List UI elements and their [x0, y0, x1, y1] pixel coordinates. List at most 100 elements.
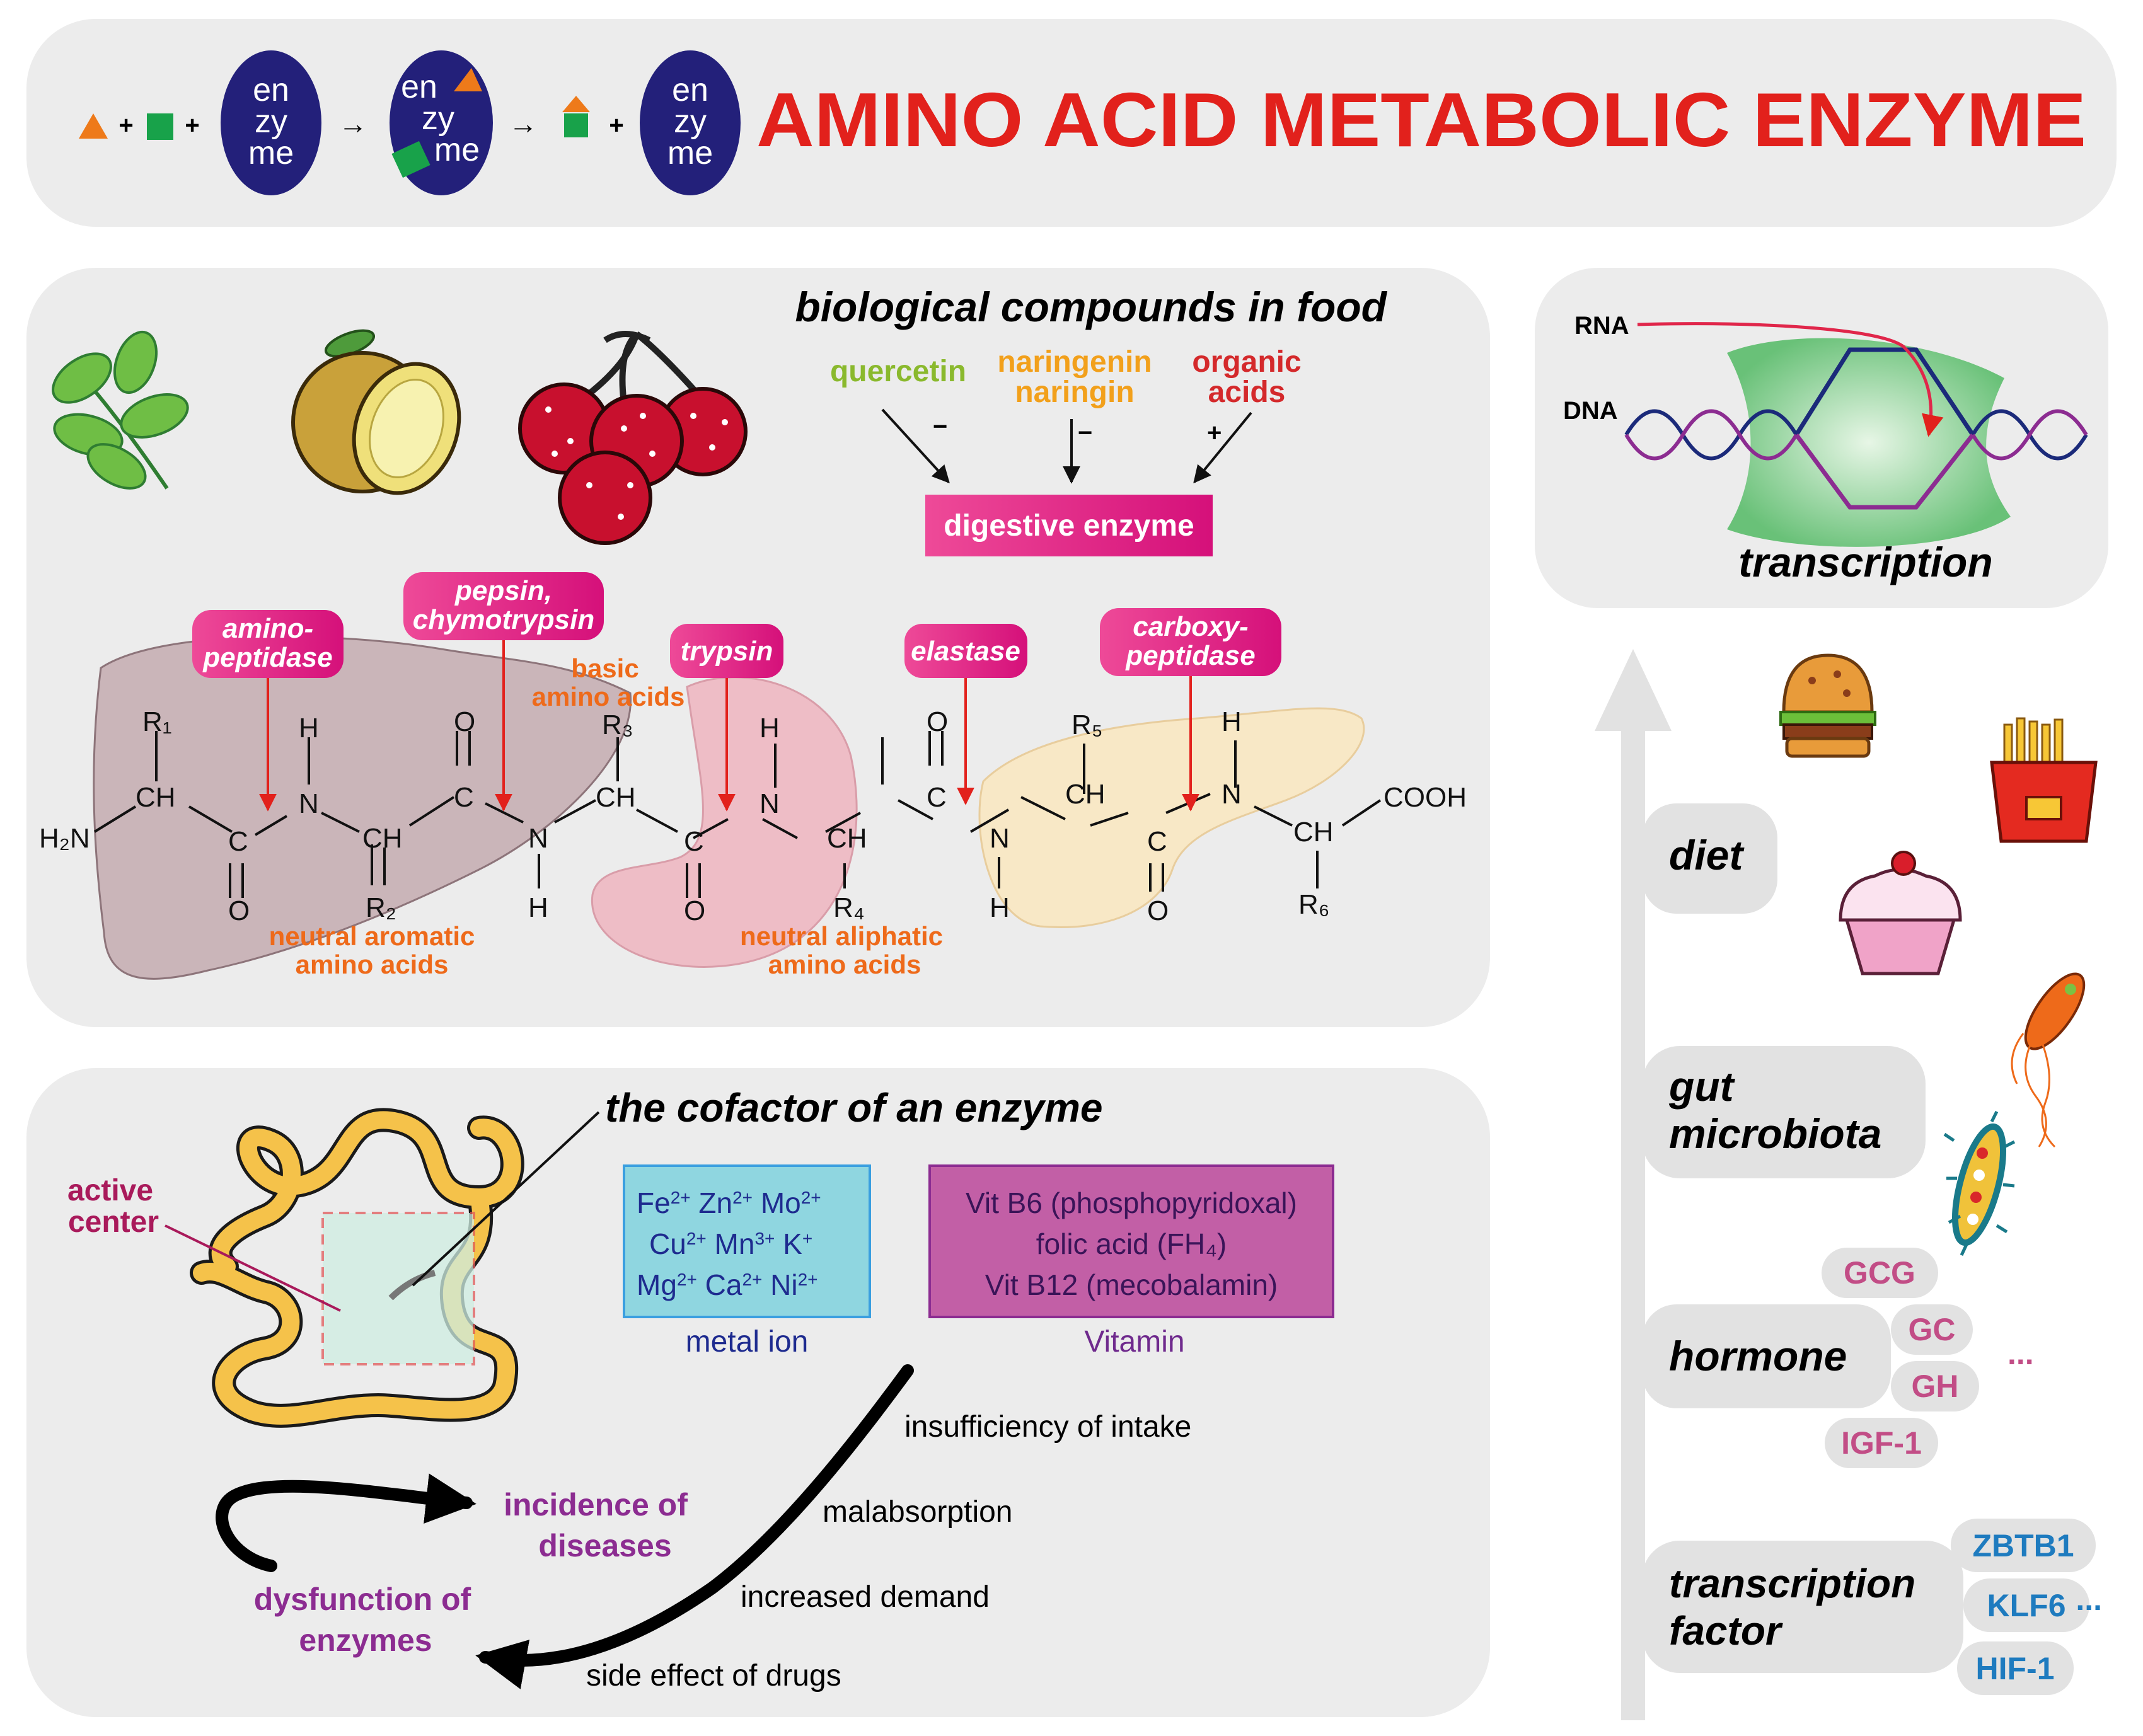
vitamin-label: Vitamin: [1084, 1325, 1184, 1359]
diet-pill: [1642, 803, 1777, 914]
cupcake-icon: [1839, 851, 1962, 975]
substrate-triangle-icon: [79, 113, 108, 139]
food-panel: biological compounds in food: [26, 268, 1490, 1027]
atom-h: H: [299, 713, 319, 744]
atom-h2n: H₂N: [39, 823, 90, 854]
atom-h: H: [990, 892, 1010, 923]
cause-item: insufficiency of intake: [904, 1410, 1191, 1444]
enzyme-tag-label: amino-: [222, 613, 313, 644]
hormone-chip: [1822, 1248, 1938, 1298]
atom-n: N: [760, 788, 780, 819]
dna-bubble-bottom: [1794, 433, 1975, 510]
page-title: AMINO ACID METABOLIC ENZYME: [756, 77, 2086, 163]
atom-c: C: [684, 826, 704, 857]
tf-ellipsis: ...: [2076, 1582, 2102, 1617]
transcription-factor-label: transcription: [1669, 1561, 1915, 1606]
active-center-pointer: [165, 1224, 341, 1312]
fries-icon: [1990, 717, 2098, 843]
cause-item: malabsorption: [823, 1495, 1013, 1529]
cofactor-bound-icon: [388, 1270, 436, 1301]
plus-sign: +: [609, 112, 623, 139]
atom-c: C: [454, 782, 474, 813]
active-center-label: active: [67, 1174, 153, 1207]
minus-sign: −: [1078, 419, 1092, 447]
dna-strand: [1971, 409, 2088, 461]
atom-h: H: [1222, 706, 1242, 737]
leaves-icon: [52, 330, 189, 490]
reaction-arrow: →: [338, 107, 367, 140]
incidence-label: incidence of: [504, 1487, 688, 1522]
vitamin-line: folic acid (FH₄): [1036, 1227, 1227, 1260]
bound-triangle-icon: [454, 68, 482, 91]
header-panel: [26, 19, 2117, 227]
tf-chip: [1951, 1519, 2096, 1572]
hormone-chip: [1891, 1304, 1973, 1355]
atom-c: C: [927, 782, 947, 813]
naringenin-label: naringenin: [997, 345, 1152, 379]
enzyme-tag-label: peptidase: [202, 642, 332, 673]
substrate-square-icon: [147, 113, 173, 140]
atom-c: C: [1147, 826, 1167, 857]
basic-amino-acids-label: basic: [571, 653, 638, 683]
enzyme-text: me: [248, 135, 294, 171]
hormone-item: GH: [1912, 1369, 1959, 1404]
atom-r6: R₆: [1298, 889, 1330, 920]
neutral-aromatic-label: neutral aromatic: [269, 921, 475, 951]
basic-amino-acids-label: amino acids: [532, 682, 685, 711]
atom-ch: CH: [596, 782, 636, 813]
cause-item: side effect of drugs: [586, 1659, 841, 1693]
peptide-atoms: H₂N CH R₁ C O N H CH R₂ C O N H CH R₃ C …: [39, 706, 1467, 926]
rna-label: RNA: [1574, 312, 1629, 340]
dysfunction-label: dysfunction of: [254, 1582, 471, 1617]
enzyme-oval-icon: [221, 50, 321, 195]
dna-label: DNA: [1563, 397, 1618, 425]
hawthorn-icon: [518, 331, 748, 545]
bacterium-icon: [1943, 1110, 2016, 1256]
food-panel-title: biological compounds in food: [795, 284, 1387, 330]
atom-r3: R₃: [602, 710, 633, 740]
atom-o: O: [1147, 895, 1169, 926]
neutral-aromatic-label: amino acids: [296, 950, 449, 979]
metal-ion-list: Fe2+ Zn2+ Mo2+ Cu2+ Mn3+ K+ Mg2+ Ca2+ Ni…: [637, 1187, 821, 1301]
enzyme-tag-label: trypsin: [681, 636, 773, 667]
cause-item: increased demand: [741, 1580, 990, 1614]
enzyme-tag-carboxypeptidase: carboxy- peptidase: [1100, 608, 1281, 812]
bacterium-icon: [2011, 972, 2086, 1148]
atom-n: N: [299, 788, 319, 819]
regulation-up-arrow: [1595, 649, 1672, 1720]
hormone-ellipsis: ...: [2007, 1336, 2034, 1371]
enzyme-tag-trypsin: trypsin: [670, 624, 783, 812]
hormone-item: IGF-1: [1841, 1425, 1922, 1461]
atom-ch: CH: [136, 782, 176, 813]
enzyme-oval-icon: [640, 50, 741, 195]
peptide-bonds: [93, 731, 1382, 898]
causes-curve-arrow: [475, 1364, 914, 1689]
transcription-factor-pill: [1642, 1541, 1963, 1673]
pomelo-icon: [291, 329, 461, 495]
neutral-aliphatic-label: neutral aliphatic: [740, 921, 943, 951]
enzyme-tag-bg: [403, 572, 604, 640]
atom-r4: R₄: [833, 892, 865, 923]
atom-n: N: [1222, 779, 1242, 810]
atom-o: O: [454, 706, 475, 737]
minus-sign: −: [933, 413, 947, 440]
organic-acids-label: organic: [1192, 345, 1301, 379]
gut-microbiota-label: gut: [1668, 1063, 1736, 1110]
metal-ion-label: metal ion: [686, 1325, 809, 1359]
atom-ch: CH: [1065, 779, 1106, 810]
enzyme-text: en: [253, 72, 289, 108]
atom-n: N: [528, 823, 548, 854]
organic-acids-label: acids: [1208, 376, 1286, 409]
enzyme-tag-pepsin: pepsin, chymotrypsin: [403, 572, 604, 812]
atom-ch: CH: [827, 823, 867, 854]
atom-o: O: [927, 706, 948, 737]
reaction-arrow: →: [509, 107, 538, 140]
pancreas-shape: [978, 707, 1365, 929]
hormone-item: GCG: [1844, 1255, 1915, 1291]
metal-ion-row: Fe2+ Zn2+ Mo2+: [637, 1187, 821, 1219]
vitamin-line: Vit B6 (phosphopyridoxal): [966, 1187, 1297, 1219]
promote-arrow: [1193, 411, 1252, 484]
dysfunction-arrow: [216, 1473, 477, 1572]
atom-n: N: [990, 823, 1010, 854]
